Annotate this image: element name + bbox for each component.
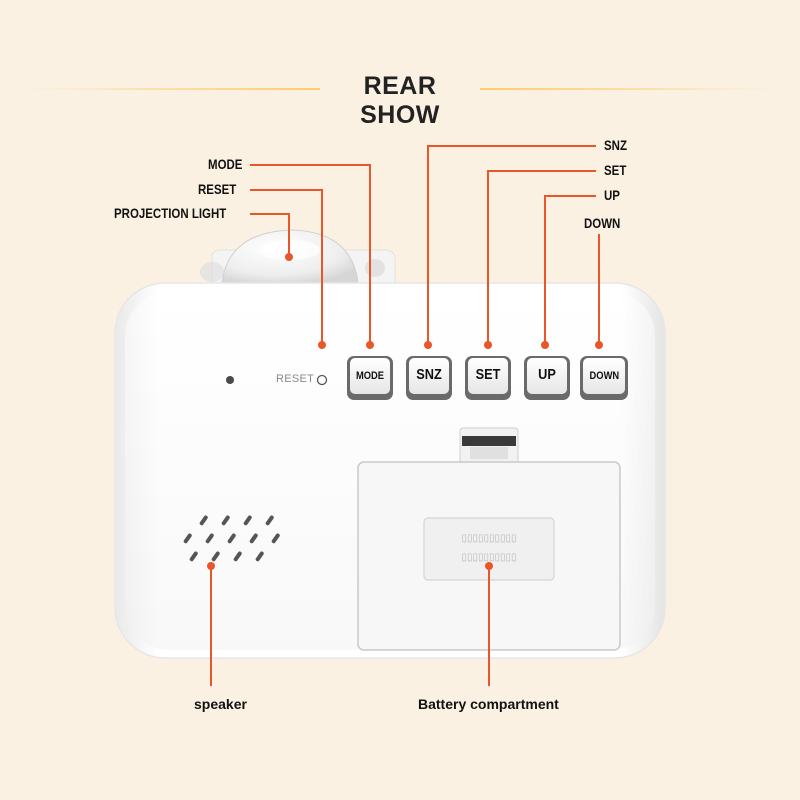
reset-pinhole	[316, 374, 328, 386]
svg-text:▯▯▯▯▯▯▯▯▯▯: ▯▯▯▯▯▯▯▯▯▯	[461, 533, 516, 544]
svg-text:▯▯▯▯▯▯▯▯▯▯: ▯▯▯▯▯▯▯▯▯▯	[461, 552, 516, 563]
callout-lines	[210, 145, 600, 686]
callout-dots	[207, 253, 603, 570]
callout-projection-light: PROJECTION LIGHT	[114, 205, 227, 221]
callout-up: UP	[604, 187, 620, 203]
callout-snz: SNZ	[604, 137, 627, 153]
stand-hook	[459, 427, 519, 469]
callout-reset: RESET	[198, 181, 237, 197]
speaker-grille	[183, 515, 280, 562]
callout-down: DOWN	[584, 215, 621, 231]
reset-printed-label: RESET	[276, 373, 315, 385]
down-button[interactable]: DOWN	[589, 370, 620, 382]
set-button[interactable]: SET	[475, 366, 501, 383]
callout-mode: MODE	[208, 156, 243, 172]
up-button[interactable]: UP	[538, 366, 556, 383]
mode-button[interactable]: MODE	[355, 370, 385, 382]
title-rule-left	[20, 88, 320, 90]
title-rule-right	[480, 88, 780, 90]
callout-battery-compartment: Battery compartment	[418, 696, 559, 712]
snz-button[interactable]: SNZ	[416, 366, 442, 383]
callout-speaker: speaker	[194, 696, 247, 712]
callout-set: SET	[604, 162, 627, 178]
pinhole	[226, 376, 234, 384]
title-banner: REAR SHOW	[0, 62, 800, 129]
page-title: REAR SHOW	[360, 72, 440, 129]
button-row	[347, 356, 628, 400]
